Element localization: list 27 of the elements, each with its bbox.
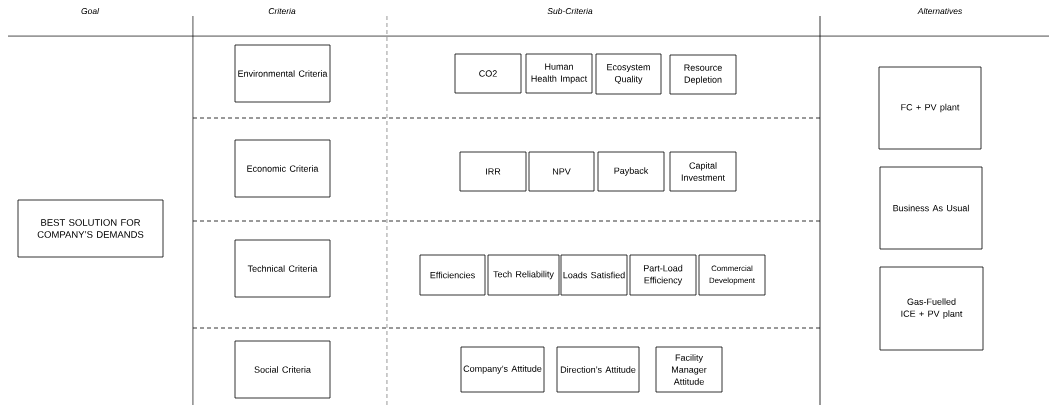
column-heading: Sub-Criteria — [547, 7, 593, 15]
alternative-box: Gas-Fuelled ICE + PV plant — [879, 266, 984, 351]
sub-criteria-box: Efficiencies — [419, 254, 486, 296]
sub-criteria-box: Loads Satisfied — [560, 254, 628, 296]
sub-criteria-box: Human Health Impact — [525, 53, 593, 94]
sub-criteria-box: Facility Manager Attitude — [655, 346, 723, 393]
column-heading: Alternatives — [917, 7, 963, 15]
alternative-box: Business As Usual — [879, 166, 983, 250]
sub-criteria-box: Resource Depletion — [669, 54, 737, 95]
sub-criteria-box: CO2 — [454, 53, 522, 94]
goal-box: BEST SOLUTION FOR COMPANY’S DEMANDS — [17, 199, 164, 258]
criteria-box: Social Criteria — [234, 340, 331, 399]
criteria-box: Environmental Criteria — [234, 44, 331, 103]
alternative-box: FC + PV plant — [878, 66, 982, 150]
sub-criteria-box: Direction’s Attitude — [556, 346, 640, 393]
sub-criteria-box: Payback — [597, 151, 665, 192]
sub-criteria-box: Part-Load Efficiency — [629, 254, 697, 296]
sub-criteria-box: IRR — [459, 151, 527, 192]
criteria-box: Economic Criteria — [234, 139, 331, 198]
column-heading: Goal — [81, 7, 100, 15]
column-heading: Criteria — [268, 7, 296, 15]
sub-criteria-box: Tech Reliability — [487, 254, 560, 296]
sub-criteria-box: Company’s Attitude — [460, 346, 545, 393]
sub-criteria-box: Capital Investment — [669, 151, 737, 192]
sub-criteria-box: Ecosystem Quality — [595, 53, 662, 95]
criteria-box: Technical Criteria — [234, 239, 331, 298]
sub-criteria-box: NPV — [528, 151, 595, 192]
